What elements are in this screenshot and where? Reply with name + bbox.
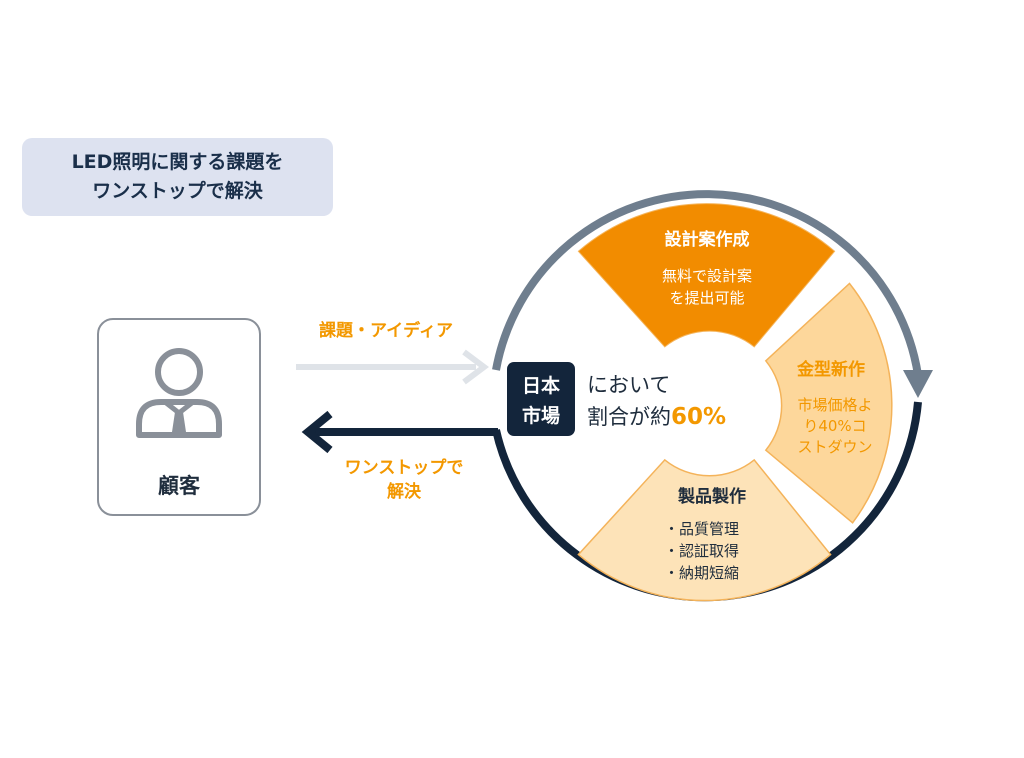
segment-product	[577, 458, 832, 602]
outgoing-arrowhead	[301, 410, 333, 454]
mold-line-2: り40%コ	[803, 417, 866, 435]
customer-box: 顧客	[97, 318, 261, 516]
incoming-arrowhead	[462, 349, 489, 385]
customer-label: 顧客	[158, 474, 200, 498]
mold-title: 金型新作	[796, 359, 865, 380]
mold-line-1: 市場価格よ	[797, 396, 872, 414]
segment-mold	[764, 282, 893, 524]
product-title: 製品製作	[677, 486, 746, 507]
outgoing-arrow-label-line-1: ワンストップで	[345, 457, 464, 478]
title-box: LED照明に関する課題を ワンストップで解決	[22, 138, 333, 216]
badge-line-2: 市場	[522, 404, 560, 427]
center-text-line-2: 割合が約60%	[587, 404, 726, 430]
japan-market-badge	[507, 362, 575, 436]
center-text-line-1: において	[587, 373, 670, 397]
outer-ring-gray-arc	[492, 190, 922, 376]
title-line-2: ワンストップで解決	[92, 180, 263, 202]
design-title: 設計案作成	[665, 229, 750, 250]
ring-arrowhead-gray	[903, 370, 933, 398]
title-line-1: LED照明に関する課題を	[71, 151, 284, 173]
badge-line-1: 日本	[522, 374, 560, 397]
outgoing-arrow-label-line-2: 解決	[387, 481, 422, 502]
incoming-arrow-label: 課題・アイディア	[319, 320, 453, 341]
person-with-tie-icon	[136, 348, 222, 438]
product-item-3: ・納期短縮	[664, 564, 739, 582]
product-item-1: ・品質管理	[664, 520, 739, 538]
design-line-1: 無料で設計案	[662, 267, 752, 285]
center-text-value: 60%	[671, 404, 726, 430]
segment-design	[577, 203, 836, 348]
design-line-2: を提出可能	[669, 289, 744, 307]
mold-line-3: ストダウン	[797, 438, 872, 456]
center-text-prefix: 割合が約	[587, 405, 671, 429]
product-item-2: ・認証取得	[664, 542, 739, 560]
